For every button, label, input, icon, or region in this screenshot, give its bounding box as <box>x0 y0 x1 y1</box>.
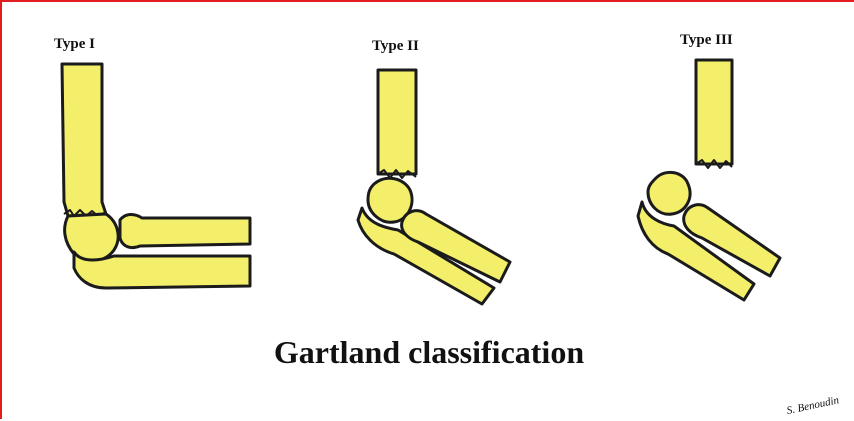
type-iii-humerus <box>696 60 732 164</box>
panel-label-type-i: Type I <box>54 36 95 53</box>
diagram-title: Gartland classification <box>2 334 854 371</box>
panel-label-type-iii: Type III <box>680 32 733 49</box>
panel-label-type-ii: Type II <box>372 38 419 55</box>
type-i-humerus <box>62 64 106 216</box>
type-ii-humerus <box>378 70 416 174</box>
type-i-illustration <box>62 64 250 288</box>
type-i-radius <box>120 215 250 248</box>
type-iii-condyle <box>648 172 690 214</box>
type-iii-illustration <box>638 60 780 300</box>
type-ii-illustration <box>358 70 510 304</box>
